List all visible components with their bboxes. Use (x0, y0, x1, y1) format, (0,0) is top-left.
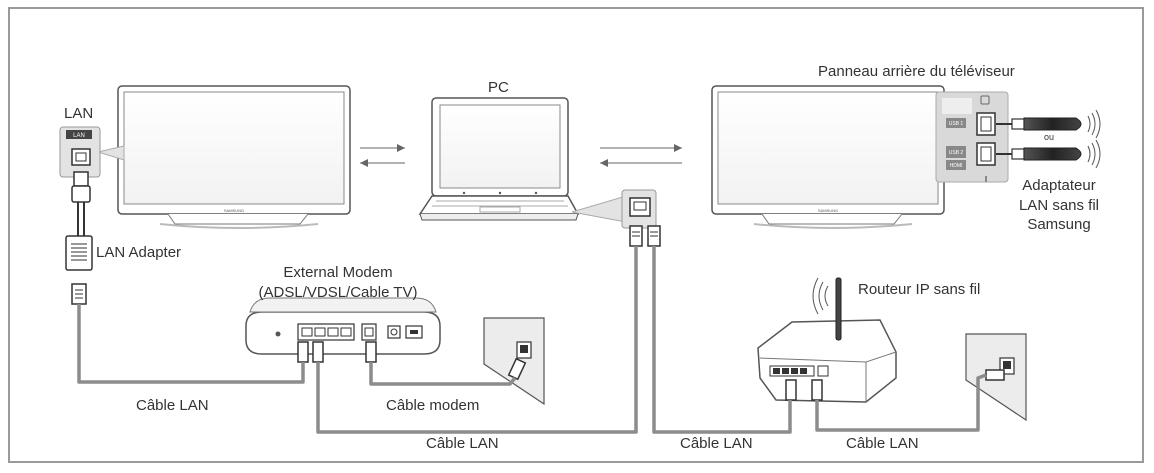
tv-rear-panel (935, 91, 1009, 183)
wireless-dongle-top (996, 109, 1101, 139)
pc-laptop (418, 97, 580, 221)
arrows-pc-tv (600, 144, 682, 167)
wall-socket-modem (483, 317, 545, 406)
diagram-frame (8, 7, 1144, 463)
wireless-router-label: Routeur IP sans fil (858, 281, 981, 298)
cables (77, 246, 987, 434)
tv-rear-panel-label: Panneau arrière du téléviseur (818, 63, 1015, 80)
wireless-adapter-line2: LAN sans fil (1018, 196, 1100, 214)
rear-usb1-label: USB 1 (949, 121, 964, 127)
lan-plug-left (71, 283, 87, 305)
pc-lan-port-callout (571, 189, 657, 229)
cable-modem-label: Câble modem (386, 397, 480, 414)
tv-right-brand: SAMSUNG (818, 208, 838, 213)
wireless-adapter-line1: Adaptateur (1022, 177, 1096, 194)
wireless-adapter-line3: Samsung (1027, 216, 1091, 233)
wall-socket-router (965, 333, 1027, 422)
tv-left-brand: SAMSUNG (224, 208, 244, 213)
wireless-adapter-label: Adaptateur LAN sans fil Samsung (1004, 176, 1114, 235)
cable-lan-router-out-label: Câble LAN (846, 435, 919, 452)
tv-right (711, 85, 945, 229)
external-modem-line1: External Modem (283, 264, 393, 281)
lan-port-callout (59, 126, 125, 178)
cable-modem-wall (369, 362, 517, 386)
lan-adapter (65, 235, 93, 271)
lan-label: LAN (64, 105, 94, 122)
cable-router-wall (815, 373, 987, 432)
wireless-dongle-bottom (996, 139, 1101, 169)
external-modem-label: External Modem (ADSL/VDSL/Cable TV) (238, 263, 438, 302)
cable-pc-router (652, 246, 792, 434)
lan-adapter-label: LAN Adapter (96, 244, 182, 261)
cable-lan-mid-label: Câble LAN (426, 435, 499, 452)
cable-lan-left-label: Câble LAN (136, 397, 209, 414)
cable-lan-router-in-label: Câble LAN (680, 435, 753, 452)
pc-lan-plugs (629, 225, 661, 247)
rear-usb2-label: USB 2 (949, 150, 964, 156)
external-modem (245, 297, 441, 355)
cable-adapter-modem (77, 304, 305, 384)
cable-modem-pc (316, 246, 638, 434)
pc-label: PC (488, 79, 509, 96)
tv-left (117, 85, 351, 229)
external-modem-line2: (ADSL/VDSL/Cable TV) (258, 283, 418, 301)
ou-label: ou (1044, 132, 1055, 142)
rear-hdmi-label: HDMI (950, 163, 963, 169)
lan-port-tag: LAN (73, 133, 85, 139)
arrows-tv-pc (360, 144, 405, 167)
lan-adapter-cable (71, 171, 91, 236)
